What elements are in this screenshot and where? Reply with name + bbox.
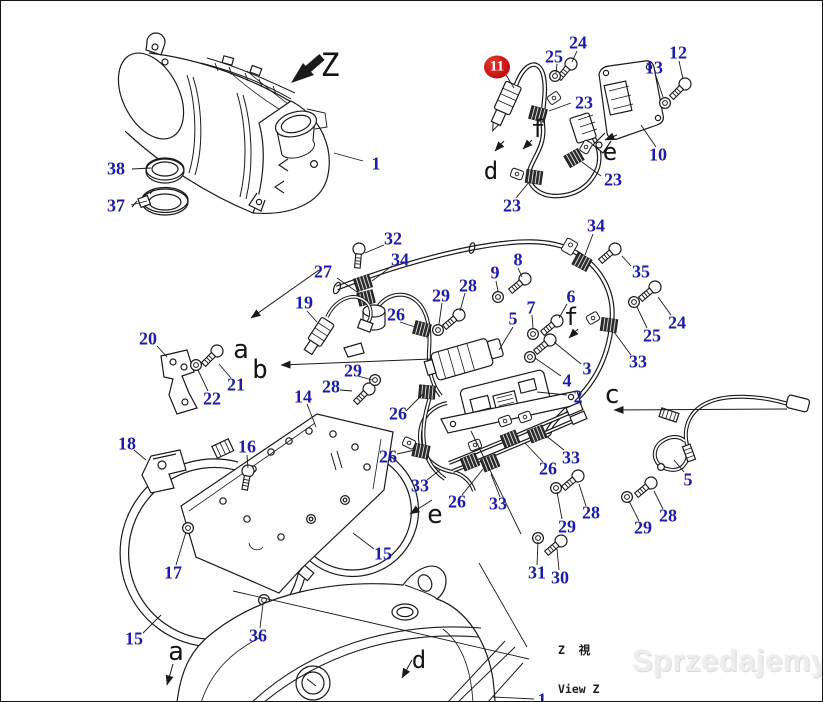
mounting-plate-14	[180, 413, 394, 594]
watermark-text: Sprzedajemy	[632, 643, 823, 678]
watermark: Sprzedajemy .pl	[632, 643, 823, 678]
muffler-bottom	[176, 565, 524, 701]
view-note-en: View Z	[558, 682, 600, 696]
view-z-arrow	[291, 53, 325, 83]
bracket-20	[160, 349, 198, 415]
view-arrows	[165, 132, 788, 686]
clamp-ring-37	[131, 186, 189, 216]
bracket-18	[141, 449, 187, 494]
hose-upper	[371, 292, 443, 398]
connector-top-right	[569, 112, 598, 144]
view-note-jp: Z 視	[558, 643, 591, 657]
dosing-valve-5	[423, 338, 504, 381]
muffler-top	[117, 32, 330, 215]
sensor-19	[303, 295, 374, 358]
gasket-ring-38	[145, 157, 185, 184]
leader-lines	[130, 50, 685, 700]
wire-harness-5	[652, 394, 811, 472]
bracket-10	[592, 60, 664, 154]
view-note: Z 視 View Z	[558, 618, 600, 701]
